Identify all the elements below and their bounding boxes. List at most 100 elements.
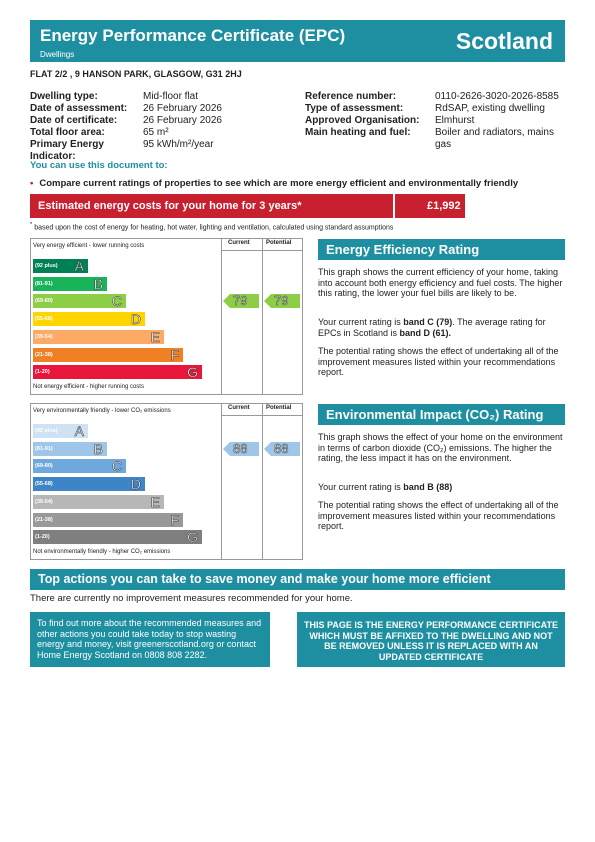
notice-box: THIS PAGE IS THE ENERGY PERFORMANCE CERT… (297, 612, 565, 667)
detail-value: 26 February 2026 (143, 103, 222, 114)
footnote-mark: * (30, 222, 33, 228)
detail-value: Boiler and radiators, mains gas (435, 127, 554, 150)
rating-band-f: (21-38)F (33, 347, 183, 362)
band-letter: C (111, 458, 123, 475)
page-subtitle: Dwellings (40, 50, 75, 59)
energy-cost-value: £1,992 (427, 200, 461, 212)
rating-band-f: (21-38) F (33, 511, 183, 528)
detail-row: Approved Organisation:Elmhurst (305, 115, 567, 127)
potential-rating-pointer: 79 (264, 293, 300, 309)
detail-key: Date of assessment: (30, 103, 128, 114)
rating-band-b: (81-91)B (33, 440, 107, 457)
cost-divider (393, 194, 395, 218)
detail-key: Total floor area: (30, 127, 105, 138)
detail-row: Total floor area:65 m² (30, 127, 222, 139)
band-range: (69-80) (35, 463, 53, 470)
eir-paragraph-3: The potential rating shows the effect of… (318, 500, 559, 531)
average-band-text: band D (61). (399, 327, 452, 338)
top-actions-heading: Top actions you can take to save money a… (30, 569, 565, 590)
detail-key: Reference number: (305, 91, 397, 102)
environmental-impact-chart: Current Potential Very environmentally f… (30, 403, 303, 560)
detail-row: Type of assessment:RdSAP, existing dwell… (305, 103, 567, 115)
potential-rating-value: 88 (274, 440, 289, 456)
text-run: Your current rating is (318, 317, 404, 327)
band-range: (21-38) (35, 516, 53, 523)
potential-rating-value: 79 (274, 293, 289, 309)
eir-section-heading: Environmental Impact (CO₂) Rating (318, 404, 565, 425)
bullet-icon: • (30, 178, 34, 189)
header-banner: Energy Performance Certificate (EPC) Dwe… (30, 20, 565, 62)
band-range: (1-20) (35, 534, 50, 541)
band-range: (69-80) (35, 298, 53, 305)
column-divider (262, 404, 263, 559)
column-divider (221, 404, 222, 559)
band-range: (92 plus) (35, 263, 58, 269)
detail-row: Primary Energy Indicator: 95 kWh/m²/year (30, 139, 222, 163)
detail-key: Primary Energy Indicator: (30, 139, 104, 162)
detail-value: 95 kWh/m²/year (143, 139, 214, 150)
current-band-text: band C (79) (403, 317, 453, 327)
rating-band-g: (1-20)G (33, 530, 202, 544)
info-box: To find out more about the recommended m… (30, 612, 270, 667)
band-letter: D (130, 476, 142, 493)
header-divider (221, 250, 303, 251)
band-letter: A (74, 258, 84, 274)
band-letter: F (170, 511, 179, 528)
detail-key: Type of assessment: (305, 103, 404, 114)
current-rating-pointer: 79 (223, 294, 259, 309)
rating-band-g: (1-20) G (33, 365, 202, 379)
energy-efficiency-chart: Current Potential Very energy efficient … (30, 238, 303, 395)
chart-top-caption: Very environmentally friendly - lower CO… (33, 408, 171, 414)
band-range: (55-68) (35, 316, 53, 323)
rating-band-e: (39-54) E (33, 330, 164, 344)
eer-paragraph-1: This graph shows the current efficiency … (318, 267, 563, 298)
region-label: Scotland (455, 28, 553, 54)
band-letter: G (187, 364, 198, 381)
band-letter: A (74, 423, 84, 439)
band-range: (21-38) (35, 351, 53, 358)
text-run: Your current rating is (318, 482, 404, 492)
detail-row: Date of assessment: 26 February 2026 (30, 103, 222, 115)
potential-rating-pointer: 88 (264, 440, 300, 456)
column-divider (221, 239, 222, 394)
band-range: (92 plus) (35, 428, 58, 434)
energy-cost-label: Estimated energy costs for your home for… (38, 200, 302, 212)
header-divider (221, 415, 303, 416)
detail-value: 26 February 2026 (143, 115, 222, 126)
rating-band-d: (55-68) D (33, 477, 145, 491)
current-rating-value: 88 (233, 440, 248, 456)
band-range: (81-91) (35, 280, 53, 287)
rating-band-a: (92 plus) A (33, 424, 88, 438)
page-title: Energy Performance Certificate (EPC) (40, 26, 346, 45)
potential-column-header: Potential (266, 405, 292, 411)
detail-value: Elmhurst (435, 115, 475, 126)
eer-paragraph-3: The potential rating shows the effect of… (318, 346, 559, 377)
rating-band-e: (39-54)E (33, 495, 164, 509)
rating-band-d: (55-68)D (33, 312, 145, 326)
text-run: . The average rating for EPCs in Scotlan… (318, 317, 546, 338)
detail-key: Dwelling type: (30, 91, 98, 102)
band-letter: B (93, 440, 103, 457)
eir-paragraph-1: This graph shows the effect of your home… (318, 432, 563, 463)
chart-bottom-caption: Not environmentally friendly - higher CO… (33, 549, 171, 555)
detail-key: Main heating and fuel: (305, 127, 411, 138)
column-divider (262, 239, 263, 394)
chart-top-caption: Very energy efficient - lower running co… (33, 243, 145, 249)
energy-cost-bar: Estimated energy costs for your home for… (30, 194, 465, 218)
chart-bottom-caption: Not energy efficient - higher running co… (33, 384, 144, 390)
band-range: (1-20) (35, 369, 50, 376)
current-band-text: band B (88) (403, 482, 453, 492)
band-range: (55-68) (35, 481, 53, 488)
band-letter: E (150, 328, 160, 345)
detail-value: Mid-floor flat (143, 91, 199, 102)
eir-paragraph-2: Your current rating is band B (88) (318, 482, 563, 493)
eer-paragraph-2: Your current rating is band C (79). The … (318, 317, 563, 338)
bullet-text: Compare current ratings of properties to… (39, 178, 519, 189)
rating-band-c: (69-80) C (33, 458, 126, 475)
rating-band-b: (81-91) B (33, 275, 107, 292)
band-range: (39-54) (35, 333, 53, 340)
rating-band-c: (69-80)C (33, 294, 126, 309)
rating-band-a: (92 plus) A (33, 259, 88, 273)
cost-footnote: * based upon the cost of energy for heat… (30, 222, 393, 231)
band-letter: B (93, 275, 103, 292)
